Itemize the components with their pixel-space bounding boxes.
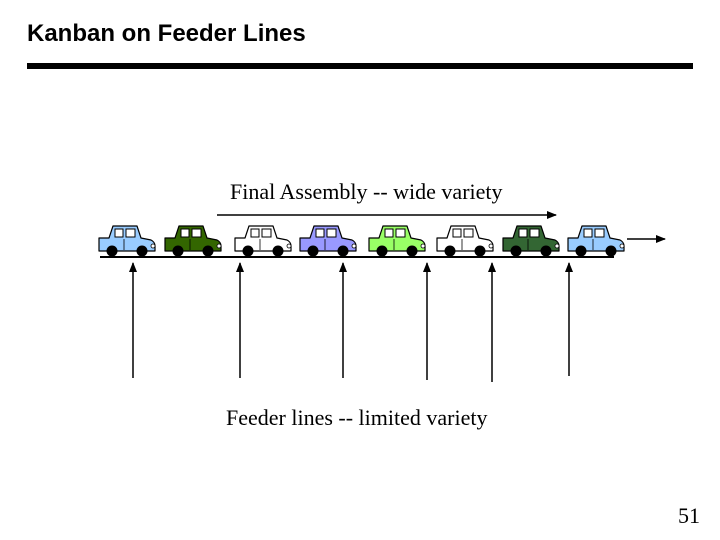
final-assembly-caption: Final Assembly -- wide variety [230, 179, 503, 204]
car-window-front [250, 228, 260, 238]
car-window-rear [463, 228, 474, 238]
title-rule [27, 63, 693, 69]
car-wheel-front [106, 245, 118, 257]
car-wheel-rear [540, 245, 552, 257]
car-headlight [488, 243, 494, 249]
car-wheel-front [444, 245, 456, 257]
feeder-lines-caption: Feeder lines -- limited variety [226, 405, 488, 430]
car-3 [234, 225, 292, 257]
car-window-front [114, 228, 124, 238]
car-window-rear [594, 228, 605, 238]
page-number: 51 [678, 503, 700, 528]
car-wheel-rear [136, 245, 148, 257]
car-headlight [351, 243, 357, 249]
car-headlight [420, 243, 426, 249]
car-wheel-rear [605, 245, 617, 257]
car-window-front [518, 228, 528, 238]
car-wheel-rear [272, 245, 284, 257]
car-wheel-front [172, 245, 184, 257]
car-7 [502, 225, 560, 257]
car-window-front [384, 228, 394, 238]
car-wheel-rear [474, 245, 486, 257]
car-window-rear [326, 228, 337, 238]
car-wheel-rear [406, 245, 418, 257]
car-wheel-front [376, 245, 388, 257]
car-window-rear [125, 228, 136, 238]
car-5 [368, 225, 426, 257]
car-6 [436, 225, 494, 257]
car-window-front [315, 228, 325, 238]
car-headlight [554, 243, 560, 249]
car-wheel-front [575, 245, 587, 257]
car-window-rear [191, 228, 202, 238]
car-8 [567, 225, 625, 257]
car-window-front [583, 228, 593, 238]
car-wheel-front [510, 245, 522, 257]
car-wheel-front [242, 245, 254, 257]
car-headlight [619, 243, 625, 249]
car-1 [98, 225, 156, 257]
car-window-front [452, 228, 462, 238]
car-headlight [150, 243, 156, 249]
slide-title: Kanban on Feeder Lines [27, 20, 306, 47]
car-window-rear [529, 228, 540, 238]
car-4 [299, 225, 357, 257]
car-window-front [180, 228, 190, 238]
car-window-rear [261, 228, 272, 238]
car-window-rear [395, 228, 406, 238]
feeder-lines-layer [129, 262, 573, 382]
car-wheel-rear [337, 245, 349, 257]
car-headlight [216, 243, 222, 249]
cars-layer [98, 225, 625, 257]
car-wheel-rear [202, 245, 214, 257]
car-wheel-front [307, 245, 319, 257]
car-2 [164, 225, 222, 257]
car-headlight [286, 243, 292, 249]
